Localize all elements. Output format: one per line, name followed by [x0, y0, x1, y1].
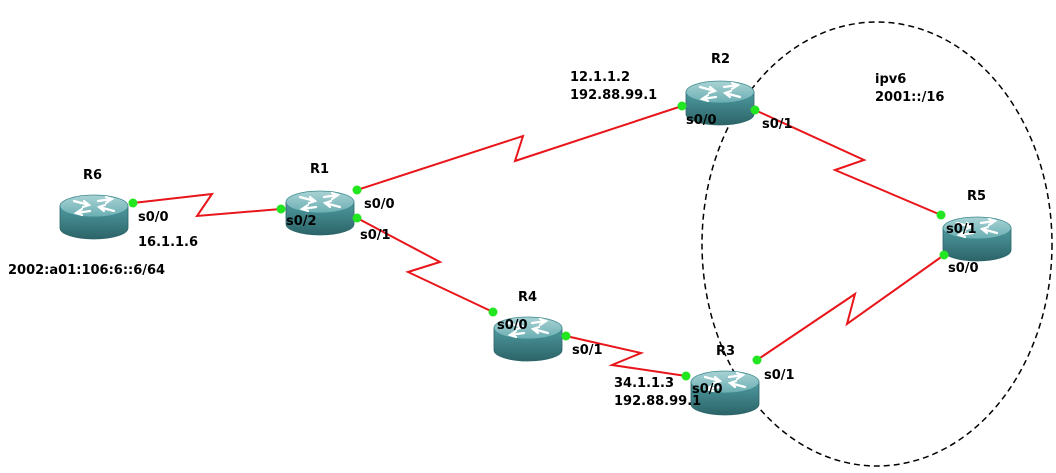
- port-label-r3-s01: s0/1: [764, 368, 795, 383]
- link-r5-r3[interactable]: [756, 254, 945, 361]
- ipv6-region-prefix: 2001::/16: [875, 90, 944, 105]
- ports-layer: [128, 101, 949, 381]
- port-label-r2-s01: s0/1: [762, 117, 793, 132]
- port-label-r2-s00: s0/0: [686, 113, 717, 128]
- port-label-r3-s00: s0/0: [692, 382, 723, 397]
- port-label-r5-s00: s0/0: [948, 261, 979, 276]
- port-dot-r5-s00[interactable]: [939, 250, 949, 260]
- ipv6-region-ellipse: [701, 21, 1053, 467]
- link-r4-r3[interactable]: [565, 335, 687, 377]
- router-label-r1: R1: [310, 162, 329, 177]
- router-r3[interactable]: [690, 370, 760, 416]
- router-icon: [59, 194, 129, 240]
- link-r1-r4[interactable]: [356, 217, 494, 313]
- router-label-r3: R3: [716, 344, 735, 359]
- port-dot-r1-s01[interactable]: [352, 213, 362, 223]
- r3-address-line2: 192.88.99.1: [614, 394, 701, 409]
- port-label-r1-s02: s0/2: [286, 214, 317, 229]
- port-dot-r3-s00[interactable]: [681, 371, 691, 381]
- link-r1-r2[interactable]: [356, 105, 683, 191]
- ipv6-region-title: ipv6: [875, 72, 906, 87]
- router-label-r5: R5: [967, 189, 986, 204]
- router-icon: [493, 316, 563, 362]
- port-dot-r6-s00[interactable]: [128, 198, 138, 208]
- port-dot-r3-s01[interactable]: [752, 355, 762, 365]
- router-r4[interactable]: [493, 316, 563, 362]
- port-dot-r1-s00[interactable]: [352, 185, 362, 195]
- port-dot-r2-s01[interactable]: [750, 105, 760, 115]
- links-layer: [132, 105, 945, 377]
- router-label-r4: R4: [518, 290, 537, 305]
- link-r6-r1[interactable]: [132, 192, 282, 218]
- router-r2[interactable]: [685, 80, 755, 126]
- router-r1[interactable]: [285, 190, 355, 236]
- port-dot-r5-s01[interactable]: [936, 210, 946, 220]
- r6-ipv6-address: 2002:a01:106:6::6/64: [8, 263, 165, 278]
- r3-address-line1: 34.1.1.3: [614, 376, 674, 391]
- router-icon: [685, 80, 755, 126]
- port-label-r5-s01: s0/1: [946, 222, 977, 237]
- router-r5[interactable]: [942, 216, 1012, 262]
- router-icon: [690, 370, 760, 416]
- router-icon: [285, 190, 355, 236]
- port-dot-r1-s02[interactable]: [276, 204, 286, 214]
- port-dot-r4-s01[interactable]: [561, 331, 571, 341]
- port-label-r4-s01: s0/1: [572, 343, 603, 358]
- r6-ipv4-address: 16.1.1.6: [138, 235, 198, 250]
- router-icon: [942, 216, 1012, 262]
- port-label-r1-s00: s0/0: [364, 197, 395, 212]
- r2-address-line1: 12.1.1.2: [570, 70, 630, 85]
- router-r6[interactable]: [59, 194, 129, 240]
- port-dot-r2-s00[interactable]: [677, 101, 687, 111]
- port-label-r4-s00: s0/0: [497, 318, 528, 333]
- port-label-r1-s01: s0/1: [360, 228, 391, 243]
- router-label-r2: R2: [711, 52, 730, 67]
- port-dot-r4-s00[interactable]: [488, 307, 498, 317]
- router-label-r6: R6: [83, 168, 102, 183]
- link-r2-r5[interactable]: [754, 109, 942, 216]
- r2-address-line2: 192.88.99.1: [570, 88, 657, 103]
- port-label-r6-s00: s0/0: [138, 210, 169, 225]
